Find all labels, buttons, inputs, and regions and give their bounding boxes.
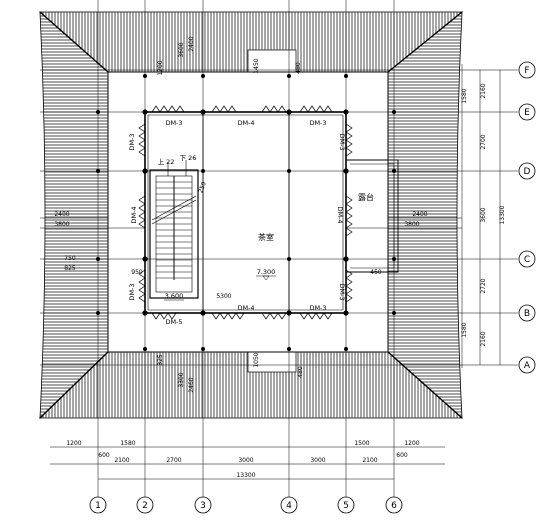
right-dimensions	[461, 64, 501, 368]
axis-col-6: 6	[391, 501, 397, 511]
dim-bottom-1-3: 1200	[404, 440, 419, 447]
beam-dm3-top-left: DM-3	[165, 119, 182, 127]
beam-dm3-bottom-right: DM-3	[309, 304, 326, 312]
beam-dm3-left-bottom: DM-3	[128, 283, 136, 300]
axis-row-a: A	[524, 361, 531, 371]
dim-bottom-2-0: 600	[98, 452, 110, 459]
dim-top-2: 1200	[157, 60, 164, 75]
dim-bottom-2-6: 600	[396, 452, 408, 459]
dim-bottom-inner-0: 1050	[253, 352, 260, 367]
axis-col-2: 2	[142, 501, 148, 511]
roof-eaves	[38, 11, 464, 419]
beam-dm3-right-bottom: DM-3	[338, 283, 346, 300]
elevation-center: 7.300	[257, 268, 276, 276]
dim-bottom-total: 13300	[236, 472, 255, 479]
axis-row-e: E	[524, 108, 530, 118]
dim-bottom-1-0: 1200	[66, 440, 81, 447]
dim-bottom-2-2: 2700	[166, 457, 181, 464]
room-main-hall: 茶室	[258, 232, 274, 242]
dim-bottom-1-2: 1500	[354, 440, 369, 447]
bottom-dimensions	[50, 446, 445, 480]
beam-dm4-right: DM-4	[336, 206, 344, 223]
dim-left-4: 950	[131, 269, 143, 276]
columns	[96, 74, 396, 351]
dim-bottom-2-3: 3000	[238, 457, 253, 464]
beam-labels: DM-3 DM-4 DM-3 DM-5 DM-4 DM-3 DM-3 DM-4 …	[128, 119, 346, 326]
dim-inner-right-2: 450	[370, 269, 382, 276]
dim-right-extra-0: 1580	[461, 88, 468, 103]
beam-dm4-left: DM-4	[130, 206, 138, 223]
dim-bottom-inner-1: 480	[297, 366, 304, 378]
dim-bottom-inner-4: 2460	[188, 377, 195, 392]
dim-right-3: 2720	[480, 278, 487, 293]
row-axis-labels: F E D C B A	[518, 61, 536, 374]
dim-left-2: 750	[64, 255, 76, 262]
dim-right-2: 3600	[480, 207, 487, 222]
beam-dm3-left-top: DM-3	[128, 133, 136, 150]
stair	[149, 160, 199, 299]
axis-row-d: D	[524, 167, 531, 177]
dim-left-3: 825	[64, 265, 76, 272]
dim-top-1: 2400	[188, 36, 195, 51]
dim-top-4: 480	[295, 62, 302, 74]
dim-top-0: 3600	[178, 42, 185, 57]
elevation-stair: 3.600	[165, 292, 184, 300]
dim-bottom-1-1: 1580	[120, 440, 135, 447]
axis-col-4: 4	[286, 501, 292, 511]
beam-dm3-top-right: DM-3	[309, 119, 326, 127]
dim-right-extra-1: 1580	[461, 322, 468, 337]
dim-inner-right-0: 2400	[412, 211, 427, 218]
main-room	[144, 111, 347, 314]
dim-right-total: 13300	[499, 205, 506, 224]
dim-right-4: 2160	[480, 331, 487, 346]
beam-dm5-bottom-left: DM-5	[165, 318, 182, 326]
terrace	[346, 159, 399, 273]
tag-250: 250	[197, 181, 208, 194]
axis-row-f: F	[524, 66, 529, 76]
floor-slab	[107, 71, 389, 353]
tag-r300: 5300	[216, 293, 231, 300]
dim-inner-right-1: 3800	[404, 221, 419, 228]
dim-bottom-2-5: 2100	[362, 457, 377, 464]
axis-row-c: C	[524, 255, 530, 265]
axis-col-5: 5	[343, 501, 349, 511]
dim-bottom-inner-2: 325	[157, 354, 164, 366]
beam-dm3-right-top: DM-3	[338, 133, 346, 150]
dim-left-0: 2400	[54, 211, 69, 218]
dim-bottom-inner-3: 3300	[178, 372, 185, 387]
dim-left-1: 3800	[54, 221, 69, 228]
dim-right-1: 2700	[480, 134, 487, 149]
dim-bottom-2-1: 2100	[114, 457, 129, 464]
room-terrace: 露台	[358, 192, 374, 202]
axis-col-3: 3	[200, 501, 206, 511]
roof-right-eave	[387, 11, 463, 419]
stair-down-label: 下 26	[180, 154, 197, 162]
dim-right-0: 2160	[480, 83, 487, 98]
column-axis-labels: 1 2 3 4 5 6	[89, 485, 403, 514]
window-marks	[138, 105, 353, 320]
beam-dm4-top: DM-4	[237, 119, 254, 127]
beam-dm4-bottom: DM-4	[237, 304, 254, 312]
axis-row-b: B	[524, 309, 530, 319]
dim-top-3: 1450	[253, 58, 260, 73]
roof-left-eave	[39, 11, 109, 419]
axis-col-1: 1	[95, 501, 101, 511]
stair-up-label: 上 22	[158, 157, 175, 166]
dim-bottom-2-4: 3000	[310, 457, 325, 464]
